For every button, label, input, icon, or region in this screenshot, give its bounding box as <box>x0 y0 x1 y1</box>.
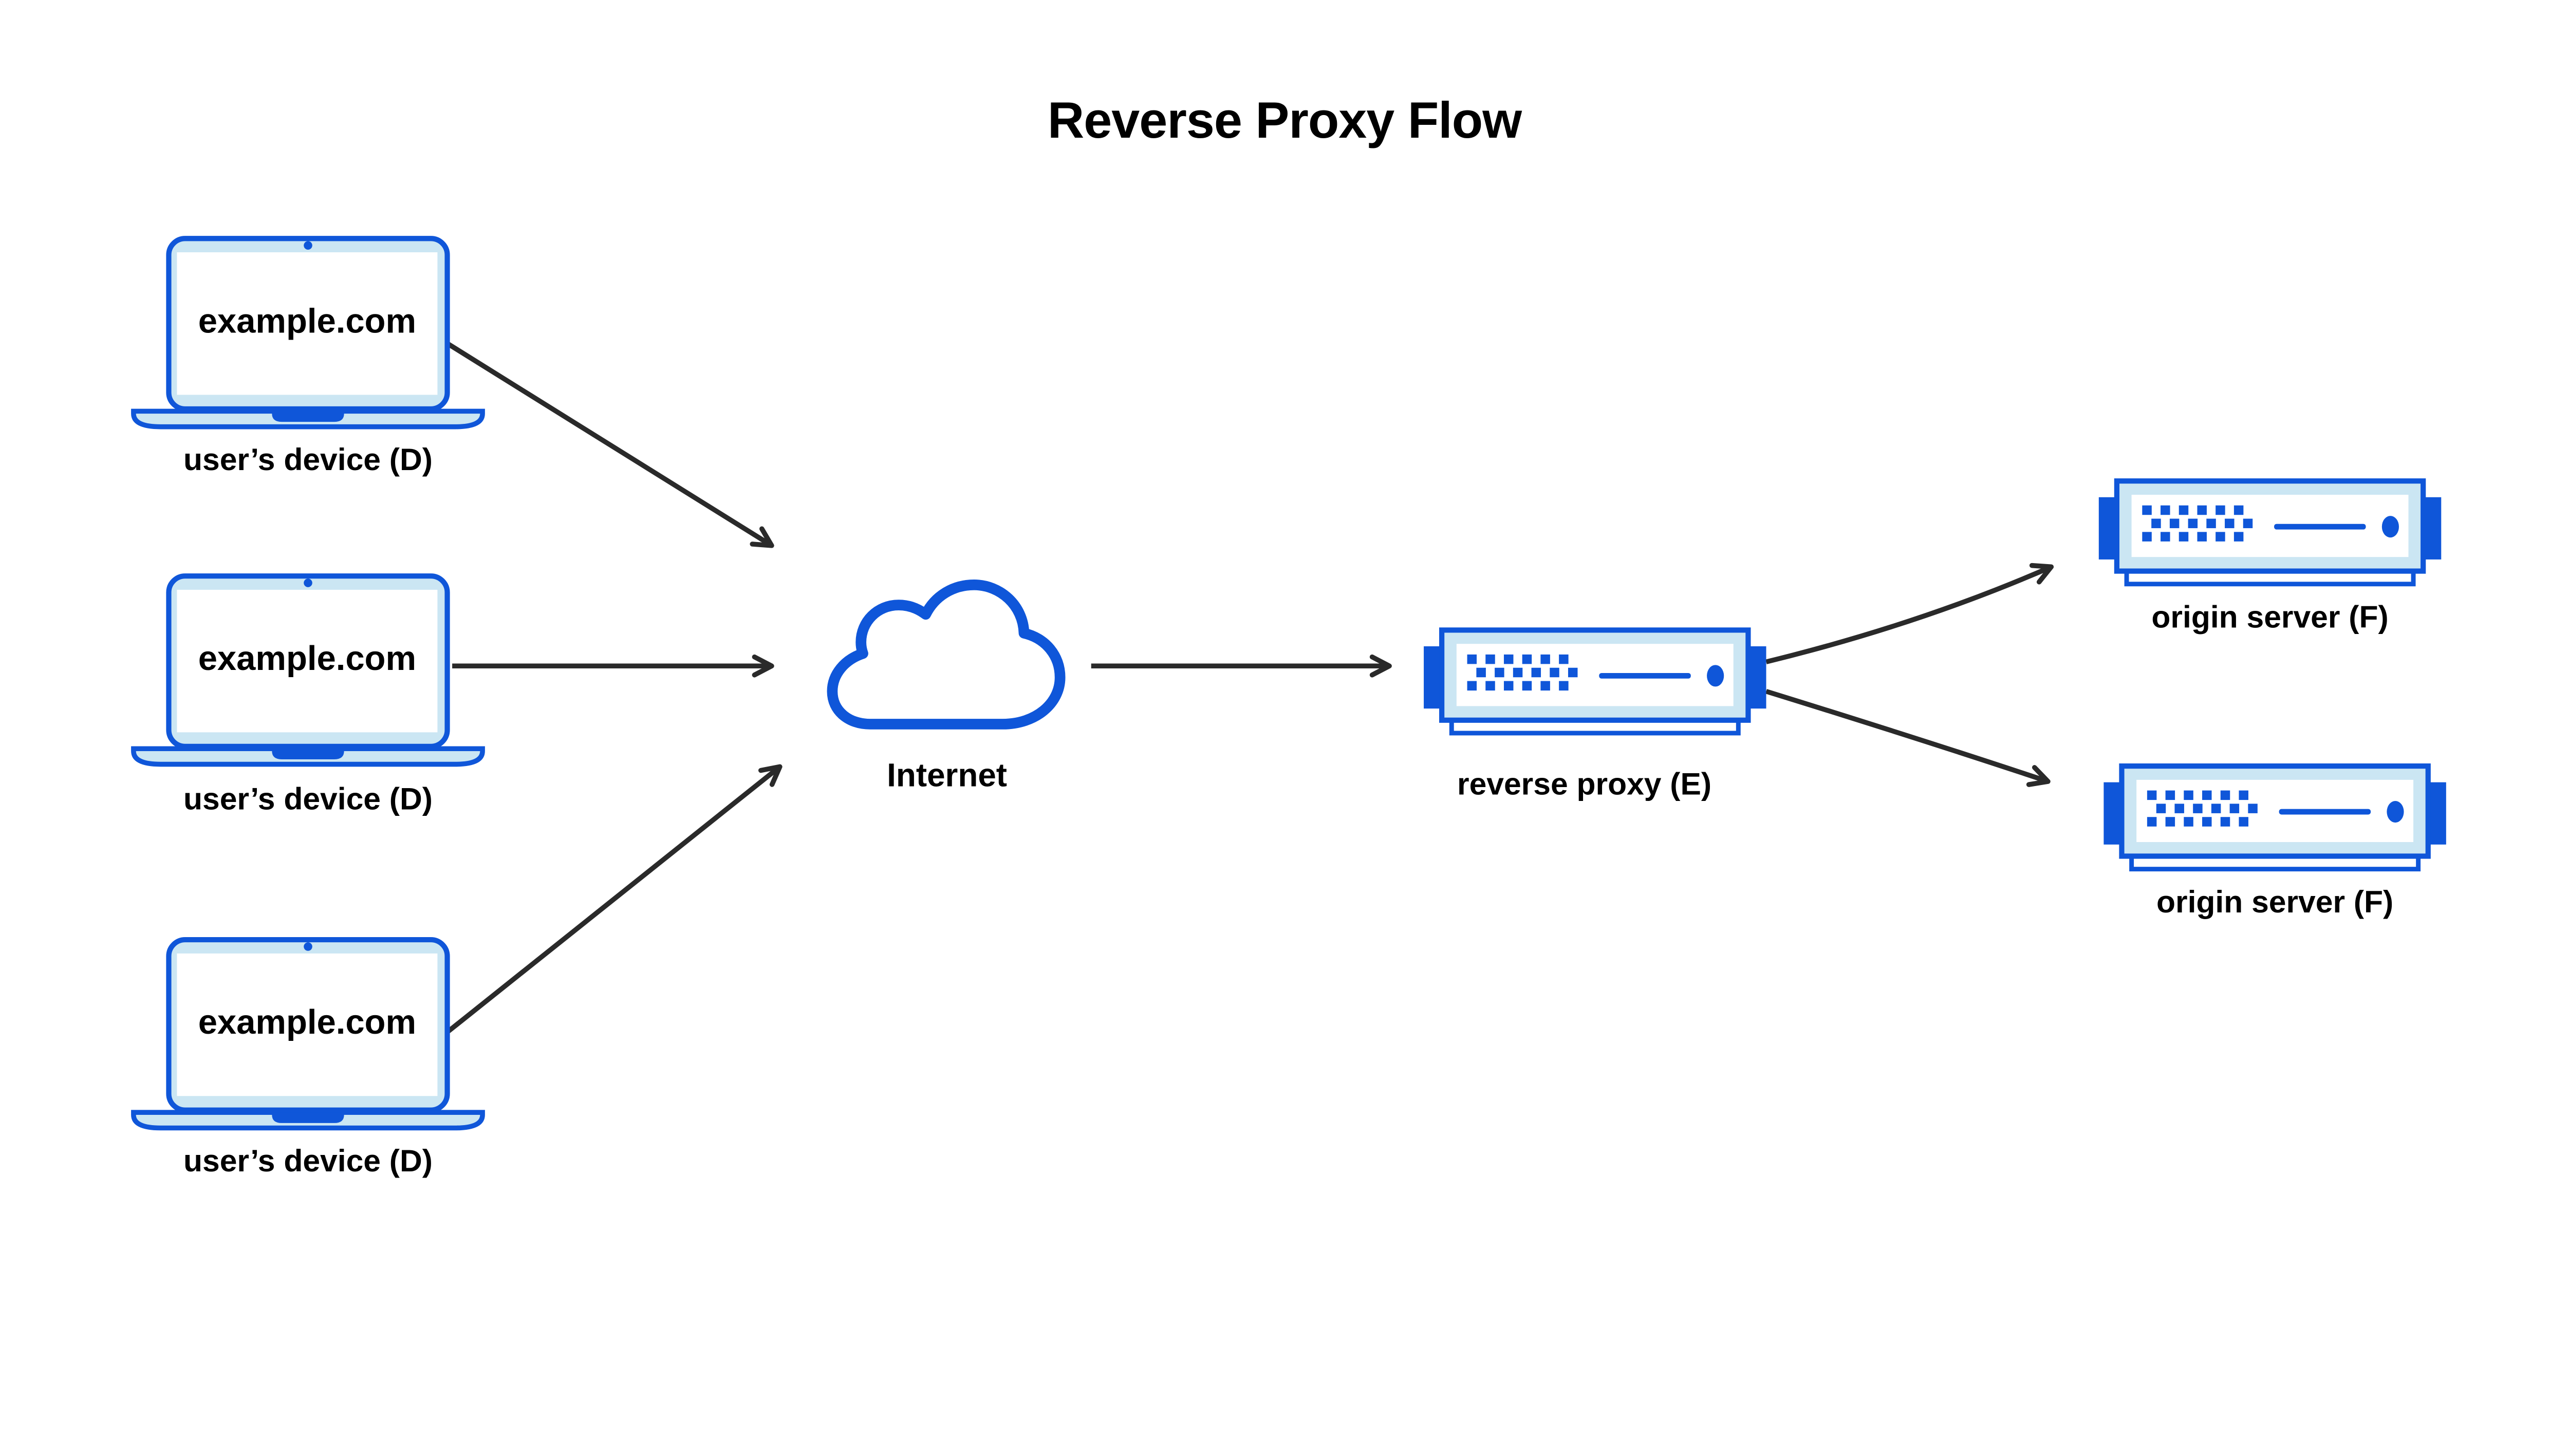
laptop-icon <box>131 573 485 767</box>
origin-server-label: origin server (F) <box>2156 886 2394 921</box>
origin-server-node <box>2103 763 2446 873</box>
device-caption: user’s device (D) <box>183 783 433 818</box>
reverse-proxy-label: reverse proxy (E) <box>1457 768 1712 803</box>
server-vent-dots <box>2142 505 2253 542</box>
diagram-canvas: Reverse Proxy Flow example.com user’s de… <box>131 91 2446 1180</box>
device-caption: user’s device (D) <box>183 1145 433 1180</box>
server-slot-line <box>2279 809 2371 815</box>
user-device-node <box>131 236 485 430</box>
user-device-node <box>131 573 485 767</box>
arrow-device1-to-internet <box>444 340 774 548</box>
flow-arrows <box>444 340 2054 1034</box>
diagram-title: Reverse Proxy Flow <box>1047 91 1522 150</box>
server-vent-dots <box>1467 654 1578 691</box>
server-power-dot <box>2381 516 2399 538</box>
laptop-notch <box>272 411 344 422</box>
server-icon <box>2103 763 2446 872</box>
laptop-notch <box>272 749 344 759</box>
server-power-dot <box>1707 665 1724 687</box>
device-screen-url: example.com <box>198 1004 417 1042</box>
laptop-icon <box>131 937 485 1131</box>
internet-node <box>816 576 1071 732</box>
origin-server-label: origin server (F) <box>2151 601 2389 636</box>
arrow-device3-to-internet <box>445 764 783 1034</box>
arrow-proxy-to-origin1 <box>1765 563 2054 664</box>
device-screen-url: example.com <box>198 640 417 679</box>
laptop-camera-dot <box>304 942 312 951</box>
laptop-camera-dot <box>304 578 312 587</box>
server-slot-line <box>1599 673 1691 679</box>
laptop-icon <box>131 236 485 430</box>
server-icon <box>2098 478 2442 587</box>
arrow-proxy-to-origin2 <box>1765 689 2051 787</box>
server-icon <box>1424 627 1766 736</box>
server-power-dot <box>2387 800 2404 823</box>
internet-label: Internet <box>887 758 1008 795</box>
server-slot-line <box>2274 524 2366 530</box>
device-caption: user’s device (D) <box>183 444 433 479</box>
laptop-notch <box>272 1112 344 1123</box>
user-device-node <box>131 937 485 1131</box>
origin-server-node <box>2098 478 2442 588</box>
laptop-camera-dot <box>304 241 312 250</box>
cloud-icon <box>827 580 1066 730</box>
server-vent-dots <box>2147 790 2258 827</box>
reverse-proxy-node <box>1424 627 1766 737</box>
device-screen-url: example.com <box>198 303 417 341</box>
